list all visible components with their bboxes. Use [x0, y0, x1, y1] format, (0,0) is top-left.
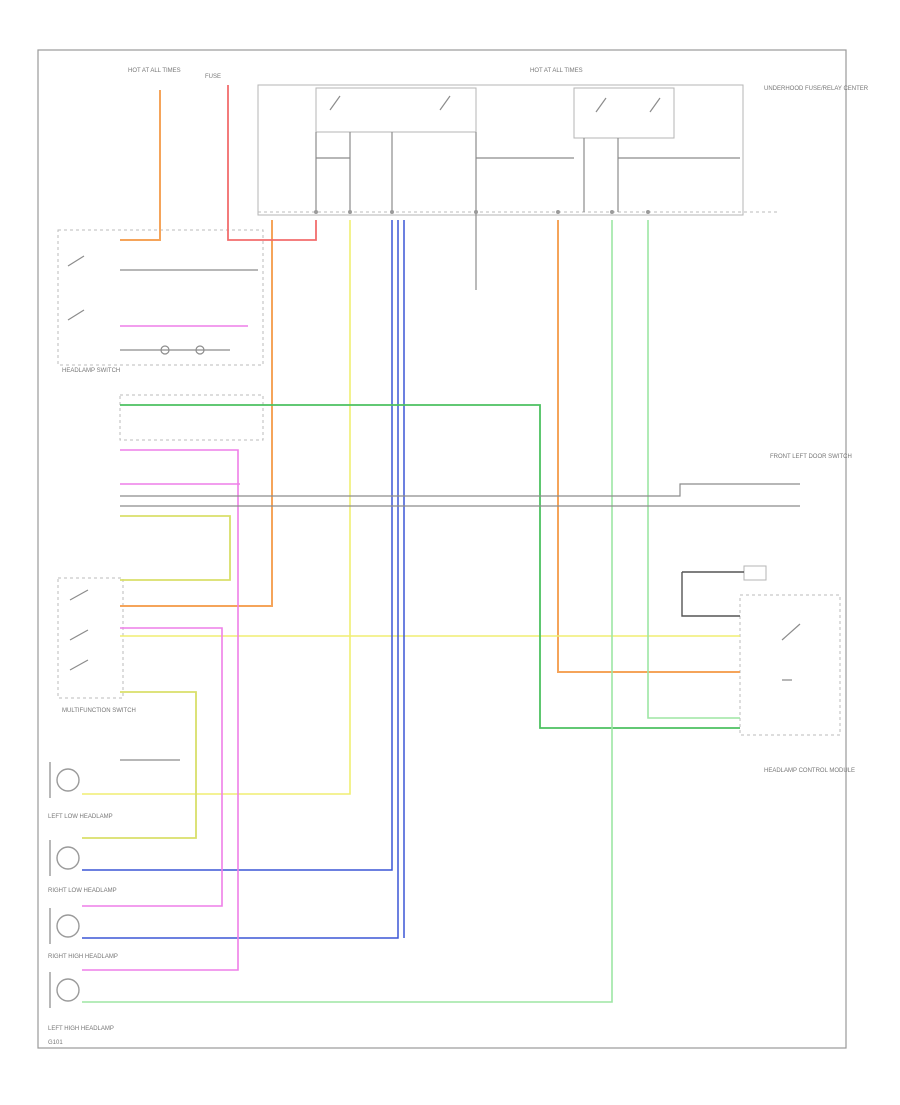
right-low-headlamp-icon: [49, 840, 80, 876]
right-high-headlamp-label: RIGHT HIGH HEADLAMP: [48, 954, 118, 960]
wire-lgreen-module: [647, 220, 740, 719]
wire-blue-right-low: [82, 220, 393, 871]
wire-lgreen-left-high: [82, 220, 613, 1003]
wire-green-module: [120, 404, 740, 729]
wire-red-feed: [227, 85, 317, 241]
wire-pink-right-high: [82, 627, 223, 907]
wire-ygreen-left-low: [82, 691, 197, 839]
wire-pink-left-high: [82, 449, 239, 971]
wire-orange-multifunction: [120, 220, 273, 607]
headlamp-switch-contacts: [67, 255, 85, 321]
diagram-border: [37, 49, 847, 1049]
wire-orange-module: [557, 220, 740, 673]
headlamp-switch-label: HEADLAMP SWITCH: [62, 368, 120, 374]
module-relay-contact: [781, 623, 801, 681]
connector-marks: [314, 210, 650, 214]
underhood-fuse-label: UNDERHOOD FUSE/RELAY CENTER: [764, 86, 869, 92]
right-high-headlamp-icon: [49, 908, 80, 944]
wire-gray-door: [120, 483, 800, 497]
left-high-headlamp-icon: [49, 972, 80, 1008]
hot-feed-label-1: HOT AT ALL TIMES: [128, 68, 181, 74]
headlamp-module-label: HEADLAMP CONTROL MODULE: [764, 768, 855, 774]
ground-label: G101: [48, 1040, 63, 1046]
right-low-headlamp-label: RIGHT LOW HEADLAMP: [48, 888, 117, 894]
headlamp-module-box: [739, 594, 841, 736]
relay-box-1: [315, 87, 477, 133]
relay-internal-lines: [315, 132, 619, 212]
underhood-fuse-relay-center: [257, 84, 744, 216]
relay-box-2: [573, 87, 675, 139]
multifunction-switch-label: MULTIFUNCTION SWITCH: [62, 708, 136, 714]
door-switch-wire: [681, 571, 744, 617]
fuse-label: FUSE: [205, 74, 221, 80]
multifunction-switch-box: [57, 577, 124, 699]
door-switch-box: [743, 565, 767, 581]
wire-yellow-left-low: [82, 220, 351, 795]
left-low-headlamp-icon: [49, 762, 80, 798]
switch-connector-box: [119, 394, 264, 441]
wire-orange-headlamp-switch: [120, 90, 161, 241]
front-left-door-label: FRONT LEFT DOOR SWITCH: [770, 454, 852, 460]
multifunction-contacts: [69, 589, 89, 671]
relay-contacts: [329, 95, 661, 113]
wire-ygreen-multifunction: [120, 515, 231, 581]
wire-blue-right-high-a: [82, 220, 399, 939]
left-low-headlamp-label: LEFT LOW HEADLAMP: [48, 814, 113, 820]
hot-feed-label-2: HOT AT ALL TIMES: [530, 68, 583, 74]
left-high-headlamp-label: LEFT HIGH HEADLAMP: [48, 1026, 114, 1032]
headlamp-switch-box: [57, 229, 264, 366]
